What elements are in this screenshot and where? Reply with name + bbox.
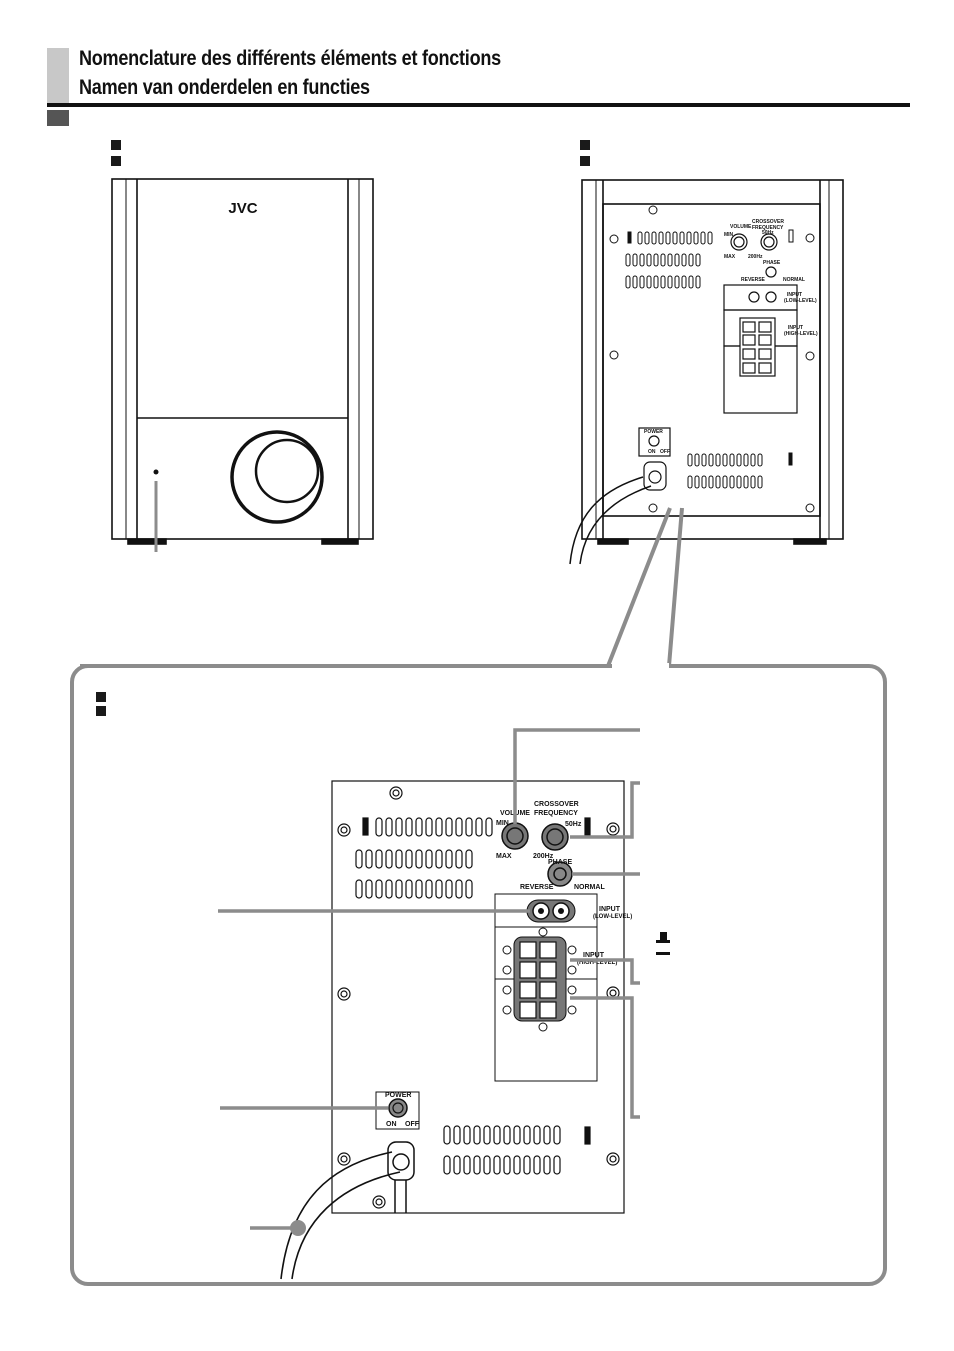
svg-text:NORMAL: NORMAL (783, 277, 805, 283)
svg-text:INPUT: INPUT (787, 292, 802, 298)
svg-text:PHASE: PHASE (548, 859, 572, 866)
power-switch[interactable] (375, 1091, 420, 1130)
svg-text:OFF: OFF (660, 449, 670, 455)
svg-text:CROSSOVER: CROSSOVER (534, 801, 579, 808)
svg-text:VOLUME: VOLUME (730, 224, 752, 230)
svg-text:MAX: MAX (496, 853, 512, 860)
power-cord-callout-dot (290, 1220, 306, 1236)
speaker-terminals[interactable] (519, 941, 557, 1019)
svg-text:CROSSOVER: CROSSOVER (752, 219, 784, 225)
switch-position-symbols (656, 932, 670, 955)
header-accent-square (47, 110, 69, 126)
header-accent-bar (47, 48, 69, 104)
section-marker-front (111, 140, 121, 166)
svg-text:MIN: MIN (724, 232, 734, 238)
callout-lines (218, 728, 640, 1230)
svg-text:200Hz: 200Hz (748, 254, 763, 260)
svg-text:(LOW-LEVEL): (LOW-LEVEL) (593, 914, 632, 920)
svg-text:REVERSE: REVERSE (520, 884, 554, 891)
rear-small-screws (609, 205, 815, 513)
enlarged-panel-labels: VOLUME CROSSOVER FREQUENCY MIN MAX 50Hz … (385, 801, 632, 1128)
front-port (230, 430, 324, 524)
terminal-polarity-marks (502, 945, 577, 1015)
svg-text:INPUT: INPUT (788, 325, 803, 331)
svg-text:FREQUENCY: FREQUENCY (752, 225, 784, 231)
svg-text:MAX: MAX (724, 254, 736, 260)
phase-switch[interactable] (547, 861, 573, 887)
rear-small-vents (625, 229, 794, 489)
svg-text:PHASE: PHASE (763, 260, 781, 266)
volume-knob[interactable] (501, 822, 529, 850)
svg-text:(LOW-LEVEL): (LOW-LEVEL) (784, 298, 817, 304)
page-title-dutch: Namen van onderdelen en functies (79, 76, 370, 99)
power-cord (280, 1151, 401, 1280)
low-level-jack-left[interactable] (532, 902, 550, 920)
section-marker-rear (580, 140, 590, 166)
svg-text:MIN: MIN (496, 820, 509, 827)
zoom-connector-right (666, 507, 868, 668)
svg-text:ON: ON (648, 449, 656, 455)
standby-indicator (153, 469, 159, 552)
front-view-speaker (111, 178, 374, 545)
svg-text:50Hz: 50Hz (762, 230, 774, 236)
rear-view-speaker (581, 179, 844, 545)
svg-text:(HIGH-LEVEL): (HIGH-LEVEL) (577, 960, 617, 966)
header-rule (47, 103, 910, 107)
power-cord-entry (387, 1141, 415, 1213)
svg-text:POWER: POWER (385, 1092, 411, 1099)
svg-text:(HIGH-LEVEL): (HIGH-LEVEL) (784, 331, 818, 337)
page-title-french: Nomenclature des différents éléments et … (79, 47, 501, 70)
svg-text:200Hz: 200Hz (533, 853, 554, 860)
svg-text:INPUT: INPUT (599, 906, 621, 913)
low-level-jack-right[interactable] (552, 902, 570, 920)
zoom-detail-frame (70, 664, 887, 1286)
svg-text:FREQUENCY: FREQUENCY (534, 810, 578, 817)
svg-text:ON: ON (386, 1121, 397, 1128)
section-marker-detail (96, 692, 106, 716)
svg-text:50Hz: 50Hz (565, 821, 582, 828)
rear-small-cord (569, 476, 644, 565)
svg-text:INPUT: INPUT (583, 952, 605, 959)
enlarged-vents (355, 817, 591, 1175)
rear-small-controls (638, 233, 798, 491)
rear-small-labels: VOLUME CROSSOVER FREQUENCY MIN MAX 50Hz … (644, 219, 818, 455)
svg-text:NORMAL: NORMAL (574, 884, 605, 891)
svg-text:OFF: OFF (405, 1121, 420, 1128)
jvc-logo: JVC (228, 200, 257, 217)
svg-text:POWER: POWER (644, 429, 663, 435)
svg-text:REVERSE: REVERSE (741, 277, 766, 283)
crossover-frequency-knob[interactable] (541, 823, 569, 851)
